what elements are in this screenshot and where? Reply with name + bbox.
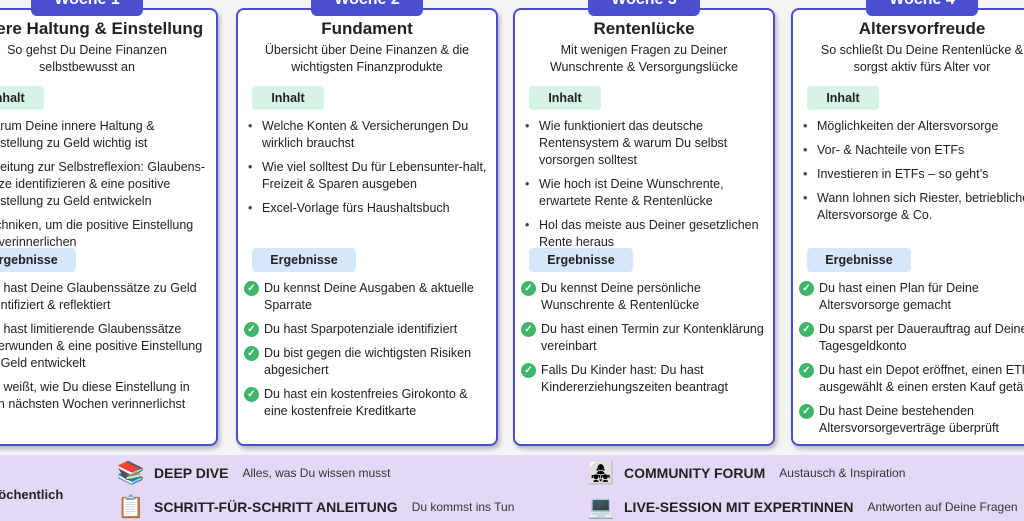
week-subtitle: So schließt Du Deine Rentenlücke & sorgs… — [820, 43, 1024, 74]
week-tab[interactable]: Woche 2 — [311, 0, 423, 16]
inhalt-list: Möglichkeiten der AltersvorsorgeVor- & N… — [793, 118, 1024, 248]
ergebnis-item: ✓Du hast einen Plan für Deine Altersvors… — [799, 280, 1024, 314]
feature-live-session: 💻 LIVE-SESSION MIT EXPERTINNEN Antworten… — [587, 494, 1018, 519]
inhalt-item: Hol das meiste aus Deiner gesetzlichen R… — [525, 217, 765, 251]
feature-deep-dive: 📚 DEEP DIVE Alles, was Du wissen musst — [117, 460, 391, 485]
ergebnisse-badge: Ergebnisse — [0, 248, 76, 272]
inhalt-list: Welche Konten & Versicherungen Du wirkli… — [238, 118, 496, 248]
ergebnis-item: ✓Du hast Deine Glaubenssätze zu Geld ide… — [0, 281, 197, 312]
inhalt-list: Wie funktioniert das deutsche Rentensyst… — [515, 118, 773, 251]
ergebnis-item: ✓Du hast Sparpotenziale identifiziert — [244, 321, 488, 338]
inhalt-item: Wie funktioniert das deutsche Rentensyst… — [525, 118, 765, 169]
check-circle-icon: ✓ — [521, 322, 536, 337]
inhalt-item: Welche Konten & Versicherungen Du wirkli… — [248, 118, 488, 152]
inhalt-item: Möglichkeiten der Altersvorsorge — [803, 118, 1024, 135]
ergebnis-item: ✓Du weißt, wie Du diese Einstellung in d… — [0, 380, 190, 411]
feature-community-forum: 👩‍👧‍👧 COMMUNITY FORUM Austausch & Inspir… — [587, 460, 906, 485]
inhalt-item: Warum Deine innere Haltung & Einstellung… — [0, 118, 208, 152]
ergebnis-item: ✓Du hast einen Termin zur Kontenklärung … — [521, 321, 765, 355]
week-subtitle: Übersicht über Deine Finanzen & die wich… — [264, 43, 470, 74]
week-title: Innere Haltung & Einstellung — [0, 19, 204, 38]
inhalt-item: Wie hoch ist Deine Wunschrente, erwartet… — [525, 176, 765, 210]
ergebnisse-list: ✓Du kennst Deine persönliche Wunschrente… — [515, 280, 773, 396]
ergebnis-item: ✓Falls Du Kinder hast: Du hast Kindererz… — [521, 362, 765, 396]
ergebnis-item: ✓Du hast ein Depot eröffnet, einen ETF a… — [799, 362, 1024, 396]
week-title: Fundament — [321, 19, 413, 38]
inhalt-badge: Inhalt — [252, 86, 324, 110]
check-circle-icon: ✓ — [244, 387, 259, 402]
week-card-4: Woche 4 Altersvorfreude So schließt Du D… — [791, 0, 1024, 446]
community-icon: 👩‍👧‍👧 — [587, 460, 615, 485]
inhalt-badge: Inhalt — [529, 86, 601, 110]
week-card-1: Woche 1 Innere Haltung & Einstellung So … — [0, 0, 218, 446]
ergebnis-item: ✓Du sparst per Dauerauftrag auf Deinem T… — [799, 321, 1024, 355]
check-circle-icon: ✓ — [244, 322, 259, 337]
week-tab[interactable]: Woche 1 — [31, 0, 143, 16]
check-circle-icon: ✓ — [521, 363, 536, 378]
ergebnisse-badge: Ergebnisse — [252, 248, 356, 272]
ergebnis-item: ✓Du bist gegen die wichtigsten Risiken a… — [244, 345, 488, 379]
week-tab[interactable]: Woche 4 — [866, 0, 978, 16]
check-circle-icon: ✓ — [799, 322, 814, 337]
band-label: Wöchentlich — [0, 487, 64, 502]
ergebnis-item: ✓Du hast limitierende Glaubenssätze über… — [0, 322, 203, 370]
ergebnisse-list: ✓Du kennst Deine Ausgaben & aktuelle Spa… — [238, 280, 496, 420]
week-title: Rentenlücke — [593, 19, 695, 38]
inhalt-item: Techniken, um die positive Einstellung z… — [0, 217, 208, 251]
weekly-features-band: Wöchentlich 📚 DEEP DIVE Alles, was Du wi… — [0, 455, 1024, 521]
books-icon: 📚 — [117, 460, 145, 485]
ergebnisse-badge: Ergebnisse — [529, 248, 633, 272]
ergebnis-item: ✓Du hast Deine bestehenden Altersvorsorg… — [799, 403, 1024, 437]
week-subtitle: Mit wenigen Fragen zu Deiner Wunschrente… — [549, 43, 739, 74]
inhalt-item: Anleitung zur Selbstreflexion: Glaubens-… — [0, 159, 208, 210]
ergebnisse-list: ✓Du hast Deine Glaubenssätze zu Geld ide… — [0, 280, 216, 413]
week-subtitle: So gehst Du Deine Finanzen selbstbewusst… — [7, 43, 167, 74]
inhalt-badge: Inhalt — [807, 86, 879, 110]
inhalt-item: Investieren in ETFs – so geht’s — [803, 166, 1024, 183]
week-title: Altersvorfreude — [858, 19, 986, 38]
check-circle-icon: ✓ — [244, 346, 259, 361]
inhalt-item: Excel-Vorlage fürs Haushaltsbuch — [248, 200, 488, 217]
check-circle-icon: ✓ — [244, 281, 259, 296]
inhalt-list: Warum Deine innere Haltung & Einstellung… — [0, 118, 216, 251]
inhalt-item: Vor- & Nachteile von ETFs — [803, 142, 1024, 159]
ergebnis-item: ✓Du hast ein kostenfreies Girokonto & ei… — [244, 386, 488, 420]
inhalt-item: Wie viel solltest Du für Lebensunter-hal… — [248, 159, 488, 193]
feature-step-by-step: 📋 SCHRITT-FÜR-SCHRITT ANLEITUNG Du komms… — [117, 494, 515, 519]
check-circle-icon: ✓ — [799, 281, 814, 296]
ergebnis-item: ✓Du kennst Deine persönliche Wunschrente… — [521, 280, 765, 314]
inhalt-badge: Inhalt — [0, 86, 44, 110]
check-circle-icon: ✓ — [799, 404, 814, 419]
ergebnis-item: ✓Du kennst Deine Ausgaben & aktuelle Spa… — [244, 280, 488, 314]
clipboard-icon: 📋 — [117, 494, 145, 519]
inhalt-item: Wann lohnen sich Riester, betriebliche A… — [803, 190, 1024, 224]
week-card-2: Woche 2 Fundament Übersicht über Deine F… — [236, 0, 498, 446]
week-tab[interactable]: Woche 3 — [588, 0, 700, 16]
check-circle-icon: ✓ — [521, 281, 536, 296]
laptop-icon: 💻 — [587, 494, 615, 519]
week-card-3: Woche 3 Rentenlücke Mit wenigen Fragen z… — [513, 0, 775, 446]
ergebnisse-list: ✓Du hast einen Plan für Deine Altersvors… — [793, 280, 1024, 437]
check-circle-icon: ✓ — [799, 363, 814, 378]
ergebnisse-badge: Ergebnisse — [807, 248, 911, 272]
